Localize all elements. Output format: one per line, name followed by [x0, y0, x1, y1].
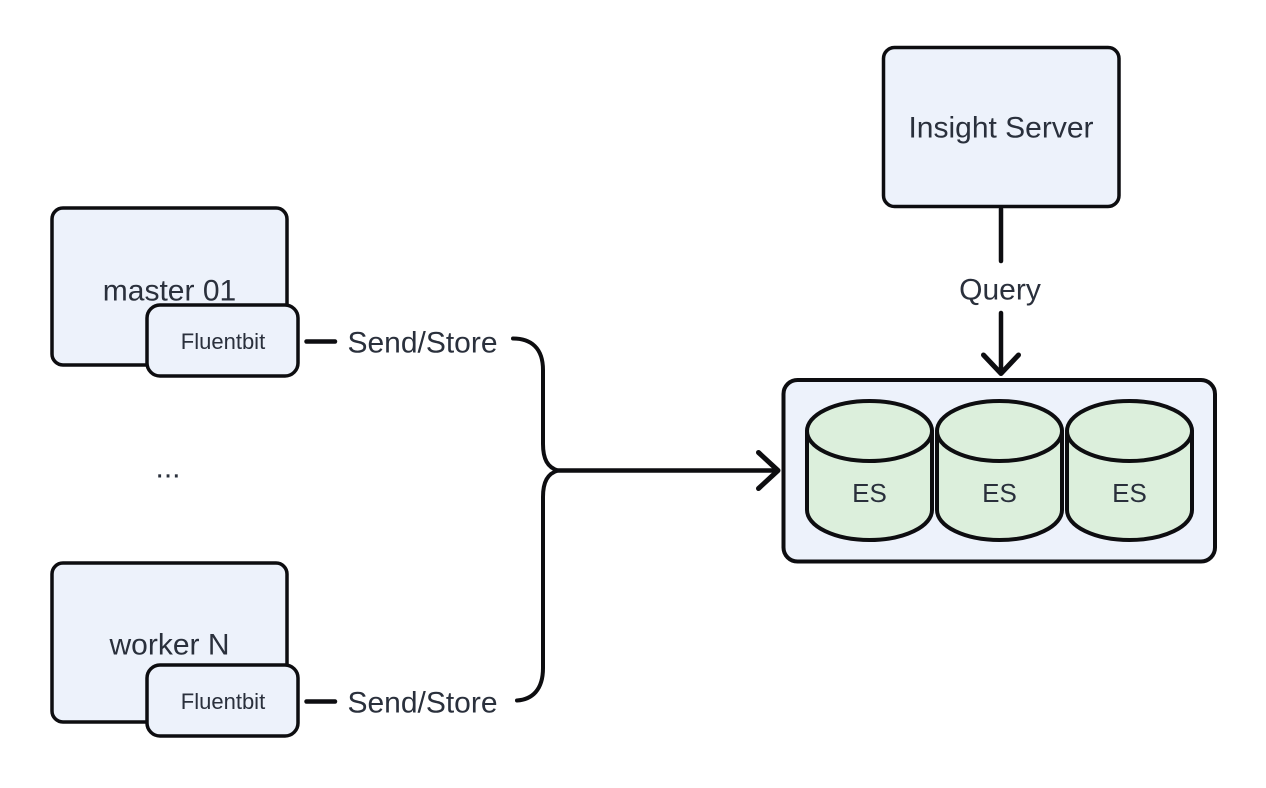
es-database-label: ES	[852, 478, 887, 508]
es-database-rim	[1065, 429, 1194, 463]
fluentbit-badge-worker-box	[145, 663, 300, 738]
es-database-body	[935, 399, 1064, 542]
fluentbit-badge-worker-label: Fluentbit	[181, 689, 265, 714]
es-database-body	[805, 399, 934, 542]
es-database-label: ES	[1112, 478, 1147, 508]
merge-arrow-head	[756, 450, 781, 491]
query-edge: Query	[959, 206, 1041, 376]
merge-arrow	[555, 450, 781, 491]
es-database-label: ES	[982, 478, 1017, 508]
fluentbit-badge-master-box	[145, 303, 300, 378]
merge-brace-connector	[511, 336, 560, 703]
es-database-body	[1065, 399, 1194, 542]
es-database-rim	[935, 429, 1064, 463]
master-node-label: master 01	[103, 275, 236, 308]
insight-server-node: Insight Server	[881, 45, 1121, 209]
fluentbit-badge-master-label: Fluentbit	[181, 329, 265, 354]
es-database-icon: ES	[935, 399, 1064, 542]
insight-server-box	[881, 45, 1121, 209]
send-store-label-bottom: Send/Store	[347, 687, 497, 720]
worker-node-label: worker N	[108, 629, 229, 662]
fluentbit-badge-master: Fluentbit	[145, 303, 300, 378]
es-database-icon: ES	[1065, 399, 1194, 542]
es-database-rim	[805, 429, 934, 463]
send-store-label-top: Send/Store	[347, 327, 497, 360]
fluentbit-badge-worker: Fluentbit	[145, 663, 300, 738]
query-label: Query	[959, 274, 1041, 307]
query-arrow-head	[981, 352, 1021, 376]
insight-server-label: Insight Server	[908, 112, 1093, 145]
ellipsis-label: ...	[155, 452, 180, 485]
es-database-icon: ES	[805, 399, 934, 542]
